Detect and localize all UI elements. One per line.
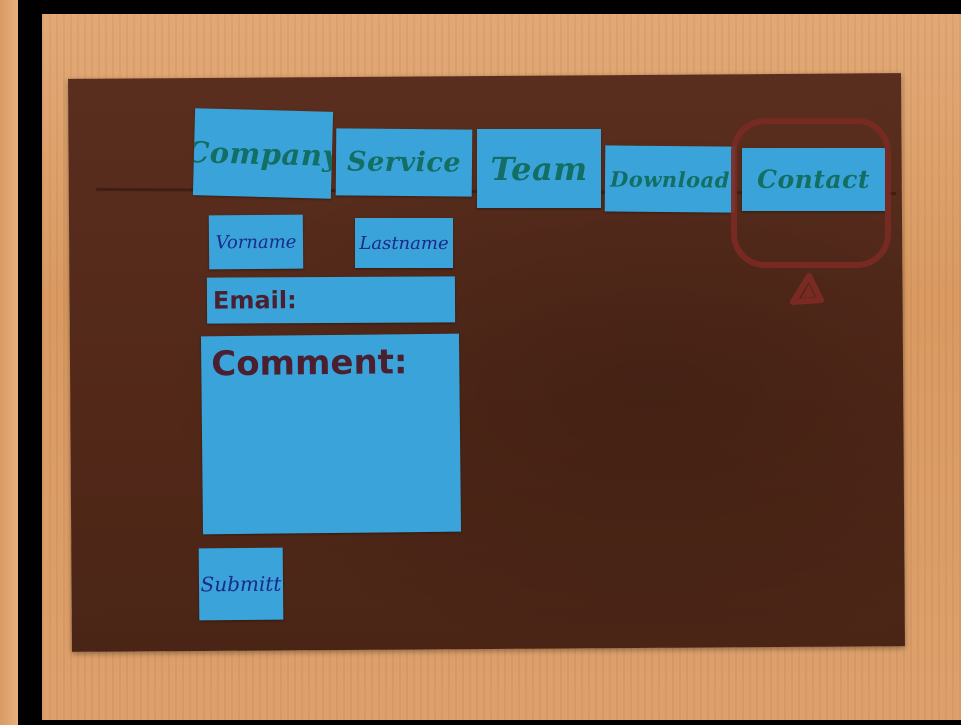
nav-item-label: Service <box>346 146 462 179</box>
email-field[interactable]: Email: <box>206 276 456 324</box>
active-nav-highlight <box>731 118 891 268</box>
comment-label: Comment: <box>211 342 408 385</box>
vorname-field[interactable]: Vorname <box>208 214 304 270</box>
comment-textarea[interactable]: Comment: <box>200 333 462 535</box>
pointer-triangle-icon <box>790 273 824 305</box>
submit-button[interactable]: Submitt <box>198 547 284 621</box>
vorname-label: Vorname <box>215 231 297 253</box>
nav-item-team[interactable]: Team <box>477 129 601 208</box>
nav-item-company[interactable]: Company <box>192 108 334 199</box>
nav-item-contact[interactable]: Contact <box>742 148 885 211</box>
nav-item-label: Download <box>609 165 731 193</box>
submit-label: Submitt <box>200 571 282 597</box>
email-label: Email: <box>212 286 297 315</box>
nav-item-label: Company <box>192 134 334 173</box>
nav-item-label: Contact <box>757 165 870 194</box>
desk-edge <box>0 0 18 725</box>
nav-item-download[interactable]: Download <box>604 145 736 213</box>
lastname-label: Lastname <box>359 232 449 254</box>
nav-item-label: Team <box>490 149 588 188</box>
nav-item-service[interactable]: Service <box>335 128 473 197</box>
lastname-field[interactable]: Lastname <box>355 218 453 268</box>
